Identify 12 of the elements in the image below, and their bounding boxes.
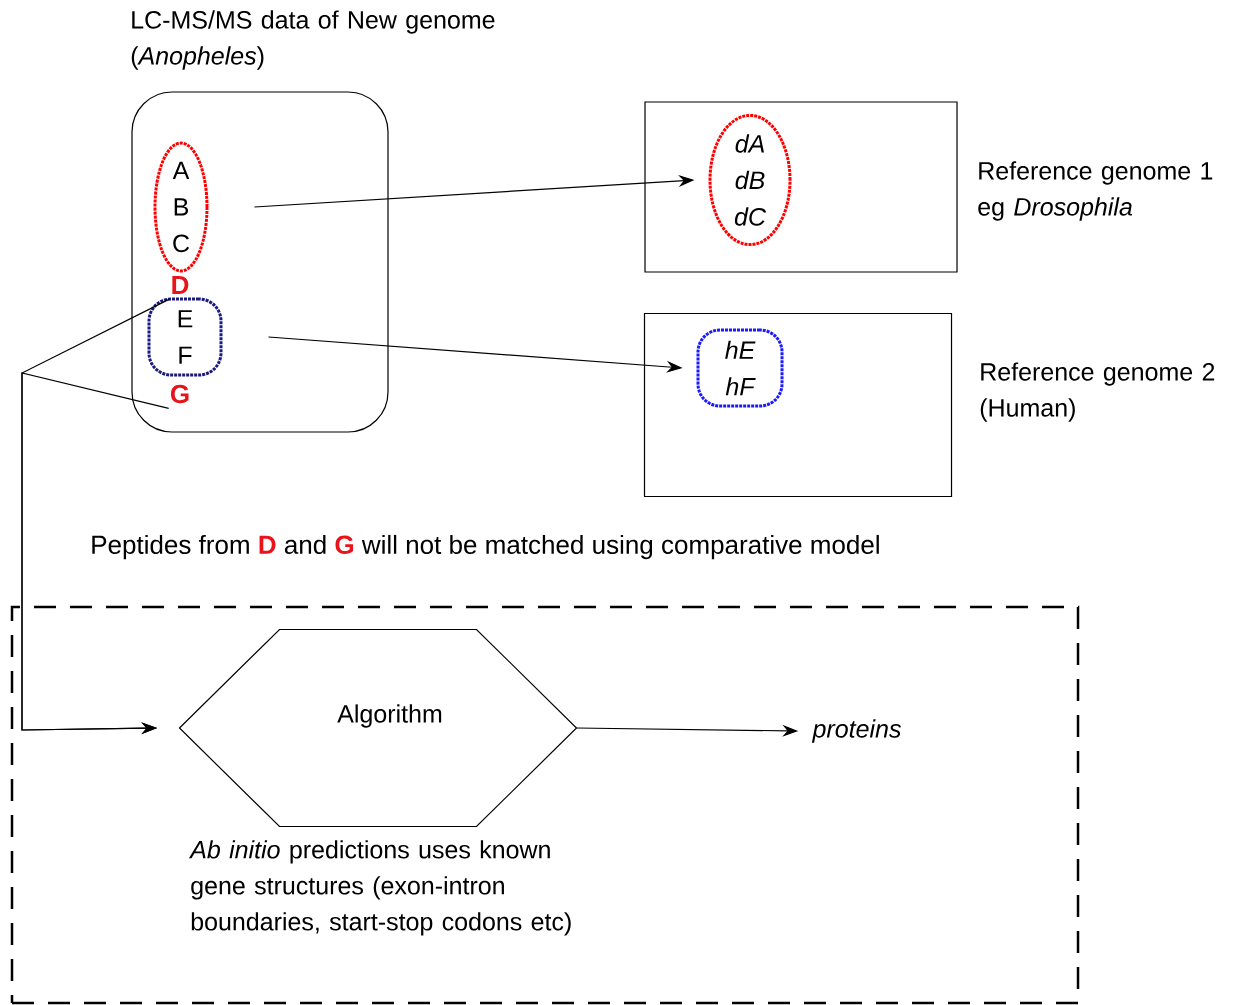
caption-text: Ab initio predictions uses known gene structures (exon-intron boundaries, start-stop codons etc) [188,840,571,936]
output-text: proteins [811,719,901,743]
dotted-oval: A B C [153,141,209,273]
node-label: Reference genome 1 eg Drosophila [978,161,1213,221]
dotted-oval: dA dB dC [708,113,792,247]
letter: D [172,276,189,294]
letter: G [170,384,189,404]
note-text: Peptides from D and G will not be matched using comparative model [92,534,879,560]
node-label: LC-MS/MS data of New genome (Anopheles) [131,10,495,70]
node-label: Reference genome 2 (Human) [980,362,1215,422]
process-hexagon: Algorithm [178,628,578,828]
dashed-box [10,605,1080,1005]
